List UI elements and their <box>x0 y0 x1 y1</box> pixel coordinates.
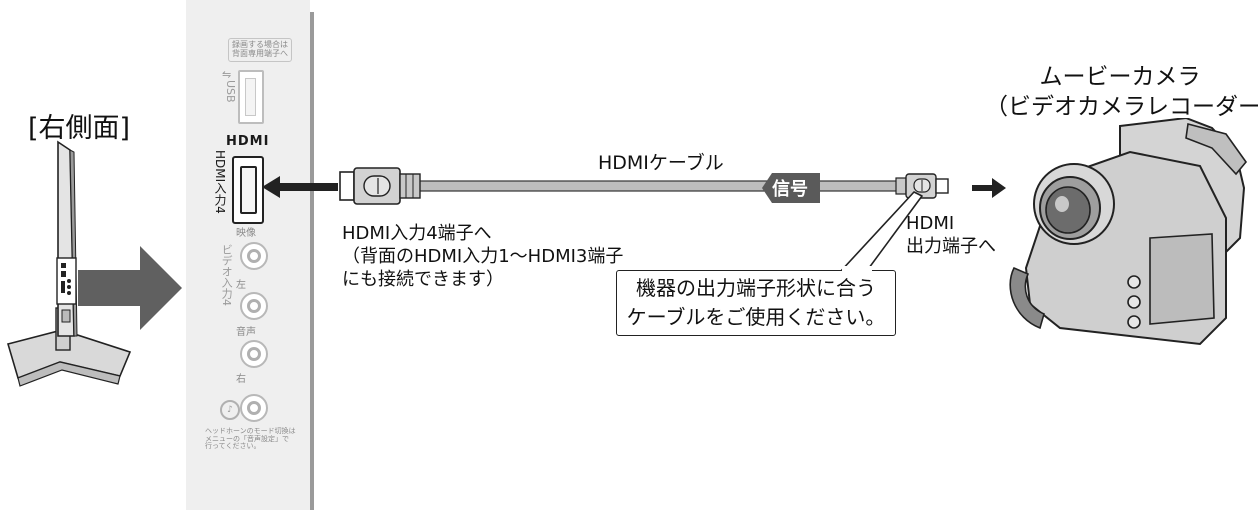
headphone-note-line-3: 行ってください。 <box>205 442 261 451</box>
hdmi-output-note-line-2: 出力端子へ <box>906 236 996 258</box>
hdmi-output-note-line-1: HDMI <box>906 213 955 234</box>
audio-label: 音声 <box>236 327 256 338</box>
video-label: 映像 <box>236 228 256 239</box>
output-arrow <box>972 178 1006 198</box>
record-note-line-1: 録画する場合は <box>232 40 288 49</box>
headphone-note-line-1: ヘッドホーンのモード切換は <box>205 427 296 435</box>
callout-pointer-mask <box>842 266 872 274</box>
zoom-arrow <box>78 246 182 330</box>
hdmi-input-4-port[interactable] <box>232 156 264 224</box>
signal-label: 信号 <box>772 179 808 200</box>
headphone-note: ヘッドホーンのモード切換は メニューの「音声設定」で 行ってください。 <box>205 427 296 451</box>
left-audio-label: 左 <box>236 280 246 291</box>
device-subtitle: （ビデオカメラレコーダー） <box>985 94 1258 121</box>
cable-shape-note: 機器の出力端子形状に合う ケーブルをご使用ください。 <box>616 270 896 336</box>
cable-label: HDMIケーブル <box>598 152 724 174</box>
signal-direction-tag <box>762 173 820 203</box>
side-view-label: [右側面] <box>28 113 131 144</box>
headphone-icon: ♪ <box>220 400 240 420</box>
headphone-jack[interactable] <box>240 394 268 422</box>
record-note-line-2: 背面専用端子へ <box>232 48 288 58</box>
hdmi-input-note-line-3: にも接続できます） <box>342 269 504 291</box>
record-note: 録画する場合は 背面専用端子へ <box>228 38 292 62</box>
cable-shape-note-line-2: ケーブルをご使用ください。 <box>626 305 886 329</box>
video-input-label: ビデオ入力4 <box>220 244 234 306</box>
device-title: ムービーカメラ <box>1039 64 1201 90</box>
audio-left-jack[interactable] <box>240 292 268 320</box>
device-name: ムービーカメラ （ビデオカメラレコーダー） <box>985 62 1258 123</box>
headphone-note-line-2: メニューの「音声設定」で <box>205 434 289 443</box>
insert-arrow <box>262 176 338 198</box>
hdmi-input-note-line-1: HDMI入力4端子へ <box>342 223 492 244</box>
video-jack[interactable] <box>240 242 268 270</box>
hdmi-output-note: HDMI 出力端子へ <box>906 212 996 258</box>
hdmi-input-note: HDMI入力4端子へ （背面のHDMI入力1～HDMI3端子 にも接続できます） <box>342 222 623 291</box>
hdmi-cable-illustration <box>339 167 949 205</box>
usb-icon: ⇋ <box>222 68 232 81</box>
hdmi-logo: HDMI <box>226 134 270 149</box>
callout-pointer <box>839 191 923 273</box>
camcorder-illustration <box>1009 118 1248 346</box>
audio-right-jack[interactable] <box>240 340 268 368</box>
panel-edge <box>310 12 314 510</box>
hdmi-input-note-line-2: （背面のHDMI入力1～HDMI3端子 <box>342 246 624 268</box>
right-audio-label: 右 <box>236 374 246 385</box>
usb-port <box>238 70 264 124</box>
tv-side-illustration <box>6 140 132 387</box>
usb-label: USB <box>224 80 238 103</box>
cable-shape-note-line-1: 機器の出力端子形状に合う <box>636 276 876 300</box>
hdmi-input-label: HDMI入力4 <box>213 150 227 214</box>
